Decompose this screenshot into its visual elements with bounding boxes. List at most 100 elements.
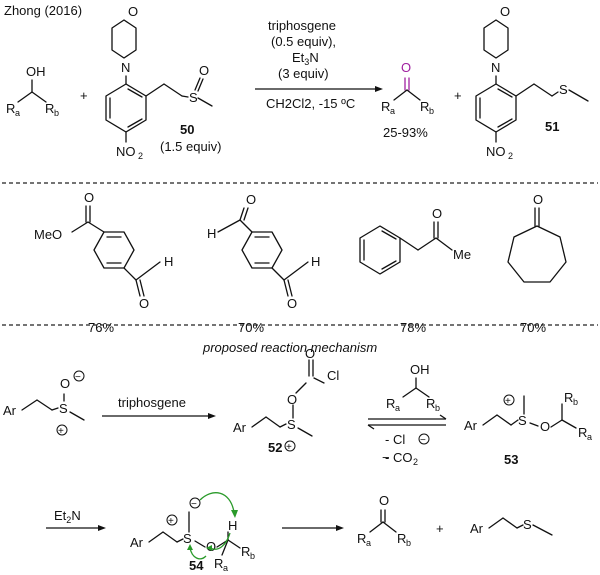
svg-text:+: +: [168, 516, 174, 527]
svg-text:Ar: Ar: [3, 403, 17, 418]
mechanism-step1-reagent: triphosgene: [118, 395, 186, 410]
svg-text:−: −: [420, 435, 426, 446]
svg-text:a: a: [366, 538, 371, 548]
mechanism-step3-reagent: Et2N: [54, 508, 81, 525]
svg-text:H: H: [228, 518, 237, 533]
svg-text:a: a: [223, 563, 228, 573]
svg-text:R: R: [6, 101, 15, 116]
byproduct-chloride: - Cl: [385, 432, 405, 447]
svg-text:O: O: [379, 493, 389, 508]
svg-text:O: O: [246, 192, 256, 207]
svg-text:H: H: [311, 254, 320, 269]
example-3-yield: 78%: [400, 320, 426, 335]
svg-text:- CO: - CO: [385, 450, 412, 465]
yield-range: 25-93%: [383, 125, 428, 140]
compound-51-label: 51: [545, 119, 559, 134]
svg-text:b: b: [573, 397, 578, 407]
final-sulfide: Ar S: [470, 517, 553, 536]
svg-text:−: −: [191, 499, 197, 510]
svg-text:NO: NO: [116, 144, 136, 159]
svg-text:O: O: [139, 296, 149, 311]
svg-text:R: R: [426, 396, 435, 411]
byproduct-co2: −: [382, 450, 390, 465]
svg-text:H: H: [207, 226, 216, 241]
svg-text:S: S: [59, 401, 68, 416]
plus-sign: +: [80, 88, 88, 103]
svg-text:OH: OH: [410, 362, 430, 377]
plus-sign-3: +: [436, 521, 444, 536]
svg-text:R: R: [241, 544, 250, 559]
svg-text:R: R: [381, 99, 390, 114]
compound-50-label: 50: [180, 122, 194, 137]
svg-text:+: +: [505, 396, 511, 407]
reaction-conditions: CH2Cl2, -15 ºC: [266, 96, 355, 111]
svg-text:R: R: [564, 390, 573, 405]
svg-text:S: S: [183, 531, 192, 546]
example-4-structure: O: [507, 192, 567, 283]
svg-text:R: R: [397, 531, 406, 546]
example-1-yield: 76%: [88, 320, 114, 335]
compound-52-label: 52: [268, 440, 282, 455]
svg-text:OH: OH: [26, 64, 46, 79]
svg-text:2: 2: [508, 151, 513, 161]
svg-text:S: S: [523, 517, 532, 532]
reagent-base: Et3N: [292, 50, 319, 67]
svg-text:R: R: [45, 101, 54, 116]
svg-text:a: a: [395, 403, 400, 413]
compound-52-structure: Ar S O O Cl +: [233, 346, 339, 453]
svg-text:b: b: [429, 106, 434, 116]
svg-text:a: a: [587, 432, 592, 442]
svg-text:b: b: [406, 538, 411, 548]
reagent-triphosgene: triphosgene: [268, 18, 336, 33]
compound-54-structure: Ar S + − O H Rb Ra: [130, 492, 255, 573]
svg-text:b: b: [54, 108, 59, 118]
plus-sign-2: +: [454, 88, 462, 103]
svg-text:O: O: [287, 392, 297, 407]
svg-text:Ar: Ar: [464, 418, 478, 433]
svg-text:O: O: [432, 206, 442, 221]
svg-text:R: R: [578, 425, 587, 440]
example-2-structure: H O H O: [207, 192, 320, 311]
svg-text:N: N: [491, 60, 500, 75]
svg-text:b: b: [250, 551, 255, 561]
svg-text:S: S: [189, 90, 198, 105]
svg-text:H: H: [164, 254, 173, 269]
svg-text:Ar: Ar: [233, 420, 247, 435]
svg-text:MeO: MeO: [34, 227, 62, 242]
svg-text:Cl: Cl: [327, 368, 339, 383]
citation-label: Zhong (2016): [4, 3, 82, 18]
svg-text:a: a: [15, 108, 20, 118]
svg-text:O: O: [305, 346, 315, 361]
reagent-base-equiv: (3 equiv): [278, 66, 329, 81]
svg-text:a: a: [390, 106, 395, 116]
svg-text:+: +: [58, 426, 64, 437]
reagent-triphosgene-equiv: (0.5 equiv),: [271, 34, 336, 49]
compound-53-label: 53: [504, 452, 518, 467]
svg-text:S: S: [287, 417, 296, 432]
svg-text:O: O: [500, 4, 510, 19]
svg-text:R: R: [420, 99, 429, 114]
compound-50-equiv: (1.5 equiv): [160, 139, 221, 154]
svg-text:2: 2: [413, 457, 418, 467]
svg-text:O: O: [287, 296, 297, 311]
svg-text:Ar: Ar: [470, 521, 484, 536]
svg-text:−: −: [75, 372, 81, 383]
svg-text:Ar: Ar: [130, 535, 144, 550]
compound-54-label: 54: [189, 558, 204, 573]
example-3-structure: O Me: [359, 206, 471, 275]
example-2-yield: 70%: [238, 320, 264, 335]
svg-text:b: b: [435, 403, 440, 413]
svg-text:O: O: [540, 419, 550, 434]
sulfoxide-start: Ar S O − +: [3, 370, 85, 437]
example-1-structure: O MeO H O: [34, 190, 173, 311]
example-4-yield: 70%: [520, 320, 546, 335]
svg-text:2: 2: [138, 151, 143, 161]
svg-text:O: O: [199, 63, 209, 78]
